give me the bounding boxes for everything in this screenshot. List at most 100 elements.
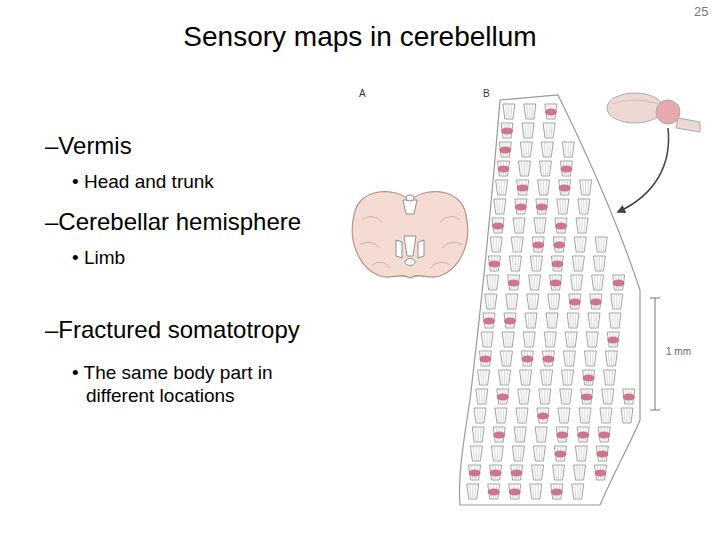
- body-icon: [586, 332, 598, 347]
- icon-lines: [506, 105, 512, 118]
- body-icon: [495, 408, 507, 423]
- icon-outline: [583, 370, 595, 385]
- icon-lines: [541, 181, 547, 194]
- icon-outline: [553, 465, 565, 480]
- receptive-field-patch: [537, 413, 549, 420]
- body-icon: [539, 161, 551, 176]
- icon-lines: [614, 295, 620, 308]
- rat-brain: [607, 93, 700, 132]
- icon-lines: [535, 466, 541, 479]
- icon-outline: [621, 408, 633, 423]
- icon-lines: [566, 352, 572, 365]
- body-icon: [502, 332, 514, 347]
- receptive-field-patch: [598, 432, 610, 439]
- receptive-field-patch: [532, 242, 544, 249]
- icon-lines: [577, 238, 583, 251]
- body-icon: [516, 408, 528, 423]
- body-icon: [494, 199, 506, 214]
- body-icon: [578, 199, 590, 214]
- body-icon: [583, 370, 595, 385]
- icon-lines: [516, 219, 522, 232]
- icon-lines: [581, 200, 587, 213]
- body-icon: [518, 161, 530, 176]
- icon-lines: [537, 219, 543, 232]
- receptive-field-patch: [483, 318, 495, 325]
- body-icon: [595, 465, 607, 480]
- body-icon: [577, 427, 589, 442]
- icon-outline: [596, 446, 608, 461]
- body-icon: [557, 199, 569, 214]
- receptive-field-patch: [569, 299, 581, 306]
- icon-outline: [560, 161, 572, 176]
- icon-lines: [561, 409, 567, 422]
- icon-outline: [543, 123, 555, 138]
- body-icon: [592, 275, 604, 290]
- icon-outline: [559, 180, 571, 195]
- receptive-field-patch: [499, 147, 511, 154]
- icon-lines: [603, 409, 609, 422]
- icon-outline: [493, 427, 505, 442]
- icon-outline: [580, 180, 592, 195]
- icon-lines: [475, 428, 481, 441]
- icon-lines: [527, 105, 533, 118]
- icon-lines: [574, 276, 580, 289]
- icon-lines: [484, 333, 490, 346]
- body-icon: [560, 389, 572, 404]
- icon-outline: [578, 199, 590, 214]
- icon-lines: [528, 314, 534, 327]
- icon-outline: [609, 313, 621, 328]
- icon-outline: [577, 427, 589, 442]
- icon-lines: [526, 333, 532, 346]
- icon-outline: [520, 142, 532, 157]
- body-icon: [509, 484, 521, 499]
- body-icon: [483, 313, 495, 328]
- body-icon: [499, 370, 511, 385]
- icon-lines: [538, 428, 544, 441]
- icon-outline: [474, 408, 486, 423]
- receptive-field-patch: [504, 318, 516, 325]
- icon-outline: [472, 427, 484, 442]
- body-icon: [487, 275, 499, 290]
- icon-outline: [575, 446, 587, 461]
- cortex-strip: [459, 95, 640, 505]
- icon-outline: [581, 389, 593, 404]
- body-icon: [504, 313, 516, 328]
- body-icon: [527, 294, 539, 309]
- body-icon: [574, 237, 586, 252]
- body-icon: [506, 294, 518, 309]
- icon-outline: [508, 275, 520, 290]
- icon-lines: [533, 485, 539, 498]
- icon-outline: [595, 465, 607, 480]
- body-icon: [511, 237, 523, 252]
- icon-lines: [563, 390, 569, 403]
- icon-outline: [571, 275, 583, 290]
- icon-outline: [537, 408, 549, 423]
- receptive-field-patch: [521, 356, 533, 363]
- receptive-field-patch: [545, 109, 557, 116]
- panel-letter: A: [359, 88, 379, 100]
- body-icon: [553, 465, 565, 480]
- icon-lines: [546, 124, 552, 137]
- body-icon: [541, 142, 553, 157]
- icon-outline: [513, 218, 525, 233]
- receptive-field-patch: [497, 166, 509, 173]
- icon-lines: [499, 181, 505, 194]
- icon-outline: [478, 370, 490, 385]
- body-icon: [508, 275, 520, 290]
- body-icon: [479, 351, 491, 366]
- icon-lines: [624, 409, 630, 422]
- icon-outline: [602, 389, 614, 404]
- icon-lines: [577, 466, 583, 479]
- icon-outline: [476, 389, 488, 404]
- receptive-field-patch: [553, 242, 565, 249]
- icon-outline: [530, 484, 542, 499]
- receptive-field-patch: [555, 223, 567, 230]
- icon-outline: [558, 408, 570, 423]
- body-icon: [576, 218, 588, 233]
- icon-outline: [494, 199, 506, 214]
- icon-outline: [533, 446, 545, 461]
- body-icon: [604, 370, 616, 385]
- icon-lines: [565, 371, 571, 384]
- body-icon: [541, 370, 553, 385]
